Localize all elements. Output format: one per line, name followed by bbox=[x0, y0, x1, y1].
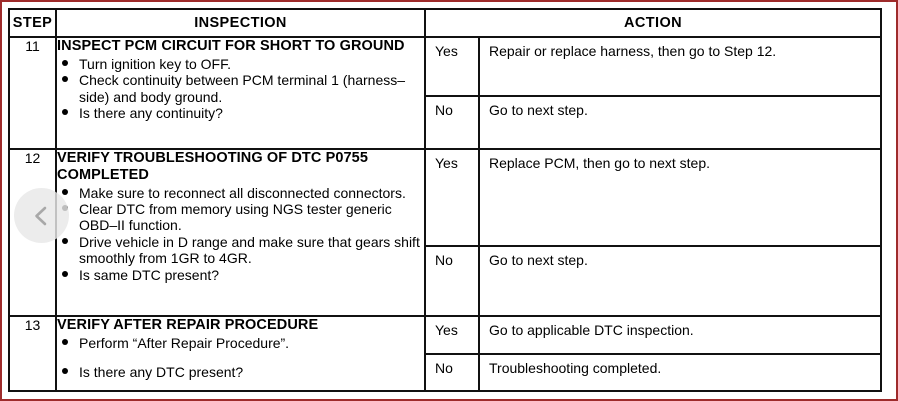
table-row: 13 VERIFY AFTER REPAIR PROCEDURE Perform… bbox=[8, 315, 883, 392]
chevron-left-icon bbox=[29, 203, 55, 229]
result-action: Go to next step. bbox=[479, 246, 881, 315]
bullet-icon bbox=[62, 368, 68, 375]
result-row: Yes Repair or replace harness, then go t… bbox=[426, 38, 881, 97]
action-group: Yes Go to applicable DTC inspection. No … bbox=[423, 315, 883, 392]
result-answer: Yes bbox=[426, 38, 480, 97]
inspection-steps-list: Turn ignition key to OFF. Check continui… bbox=[57, 56, 424, 122]
table-header-row: STEP INSPECTION ACTION bbox=[8, 8, 883, 38]
bullet-icon bbox=[62, 109, 68, 116]
list-item: Is there any continuity? bbox=[57, 105, 424, 121]
list-item-text: Is there any continuity? bbox=[79, 104, 223, 121]
inspection-cell: INSPECT PCM CIRCUIT FOR SHORT TO GROUND … bbox=[55, 36, 426, 150]
list-item: Make sure to reconnect all disconnected … bbox=[57, 185, 424, 201]
result-answer: No bbox=[426, 354, 480, 390]
column-header-action: ACTION bbox=[423, 8, 883, 38]
inspection-title: VERIFY TROUBLESHOOTING OF DTC P0755 COMP… bbox=[57, 150, 369, 183]
result-action: Troubleshooting completed. bbox=[479, 354, 881, 390]
result-answer: No bbox=[426, 246, 480, 315]
inspection-title: VERIFY AFTER REPAIR PROCEDURE bbox=[57, 317, 319, 333]
list-item: Is there any DTC present? bbox=[57, 364, 424, 380]
bullet-icon bbox=[62, 339, 68, 345]
list-item-text: Make sure to reconnect all disconnected … bbox=[79, 184, 406, 201]
bullet-icon bbox=[62, 188, 68, 195]
list-item: Is same DTC present? bbox=[57, 267, 424, 283]
list-item-text: Is there any DTC present? bbox=[79, 364, 244, 381]
action-group: Yes Repair or replace harness, then go t… bbox=[423, 36, 883, 150]
list-item-text: Turn ignition key to OFF. bbox=[79, 55, 231, 72]
document-page: STEP INSPECTION ACTION 11 INSPECT PCM CI… bbox=[8, 8, 883, 392]
list-item: Perform “After Repair Procedure”. bbox=[57, 335, 424, 351]
column-header-step: STEP bbox=[8, 8, 57, 38]
list-item-text: Drive vehicle in D range and make sure t… bbox=[79, 233, 420, 267]
previous-page-button[interactable] bbox=[14, 188, 69, 243]
step-number: 13 bbox=[8, 315, 57, 392]
result-row: No Go to next step. bbox=[426, 96, 881, 148]
list-item: Clear DTC from memory using NGS tester g… bbox=[57, 201, 424, 234]
result-row: Yes Replace PCM, then go to next step. bbox=[426, 150, 881, 247]
result-row: No Troubleshooting completed. bbox=[426, 354, 881, 390]
inspection-cell: VERIFY TROUBLESHOOTING OF DTC P0755 COMP… bbox=[55, 148, 426, 317]
list-item-text: Is same DTC present? bbox=[79, 266, 220, 283]
list-item: Turn ignition key to OFF. bbox=[57, 56, 424, 72]
column-header-inspection: INSPECTION bbox=[55, 8, 426, 38]
result-row: Yes Go to applicable DTC inspection. bbox=[426, 317, 881, 355]
result-action: Repair or replace harness, then go to St… bbox=[479, 38, 881, 97]
table-row: 12 VERIFY TROUBLESHOOTING OF DTC P0755 C… bbox=[8, 148, 883, 317]
bullet-icon bbox=[62, 237, 68, 244]
step-number: 11 bbox=[8, 36, 57, 150]
result-action: Replace PCM, then go to next step. bbox=[479, 150, 881, 247]
result-answer: Yes bbox=[426, 317, 480, 355]
inspection-cell: VERIFY AFTER REPAIR PROCEDURE Perform “A… bbox=[55, 315, 426, 392]
list-item-text: Perform “After Repair Procedure”. bbox=[79, 334, 290, 351]
inspection-steps-list: Perform “After Repair Procedure”. Is the… bbox=[57, 335, 424, 381]
result-answer: No bbox=[426, 96, 480, 148]
result-answer: Yes bbox=[426, 150, 480, 247]
bullet-icon bbox=[62, 76, 68, 83]
result-row: No Go to next step. bbox=[426, 246, 881, 315]
list-item: Drive vehicle in D range and make sure t… bbox=[57, 234, 424, 267]
bullet-icon bbox=[62, 60, 68, 66]
troubleshooting-table: STEP INSPECTION ACTION 11 INSPECT PCM CI… bbox=[8, 8, 883, 392]
result-action: Go to next step. bbox=[479, 96, 881, 148]
list-item: Check continuity between PCM terminal 1 … bbox=[57, 72, 424, 105]
list-item-text: Check continuity between PCM terminal 1 … bbox=[79, 72, 406, 105]
bullet-icon bbox=[62, 270, 68, 277]
result-action: Go to applicable DTC inspection. bbox=[479, 317, 881, 355]
inspection-title: INSPECT PCM CIRCUIT FOR SHORT TO GROUND bbox=[57, 38, 405, 54]
action-group: Yes Replace PCM, then go to next step. N… bbox=[423, 148, 883, 317]
table-row: 11 INSPECT PCM CIRCUIT FOR SHORT TO GROU… bbox=[8, 36, 883, 150]
inspection-steps-list: Make sure to reconnect all disconnected … bbox=[57, 185, 424, 283]
list-item-text: Clear DTC from memory using NGS tester g… bbox=[79, 201, 392, 234]
